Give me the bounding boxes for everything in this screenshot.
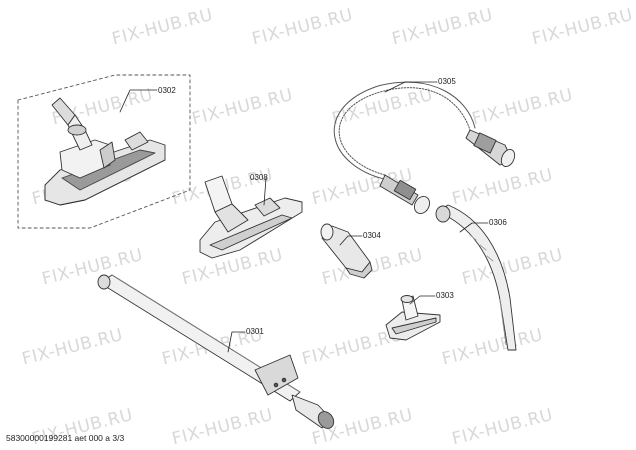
dashed-group-box — [17, 74, 191, 229]
leader-line-0302 — [119, 89, 158, 113]
hose-handle-0306 — [435, 204, 517, 351]
leader-line-0306 — [459, 222, 489, 233]
telescopic-tube-0301 — [97, 274, 335, 429]
upholstery-nozzle-0303 — [385, 295, 441, 341]
part-label-0304: 0304 — [363, 231, 381, 240]
part-label-0302: 0302 — [158, 86, 176, 95]
document-footer-id: 58300000199281 aet 000 a 3/3 — [6, 433, 125, 443]
part-label-0303: 0303 — [436, 291, 454, 300]
leader-line-0305 — [384, 81, 438, 93]
crevice-nozzle-0304 — [320, 223, 373, 279]
leader-line-0301 — [227, 331, 246, 353]
wide-nozzle-0308 — [199, 175, 303, 259]
leader-line-0304 — [339, 235, 363, 246]
hose-0305 — [333, 81, 516, 214]
leader-line-0308 — [263, 177, 267, 206]
part-label-0301: 0301 — [246, 327, 264, 336]
leader-line-0303 — [409, 295, 436, 305]
part-label-0306: 0306 — [489, 218, 507, 227]
part-label-0305: 0305 — [438, 77, 456, 86]
floor-nozzle-0302 — [44, 97, 166, 206]
part-label-0308: 0308 — [250, 173, 268, 182]
